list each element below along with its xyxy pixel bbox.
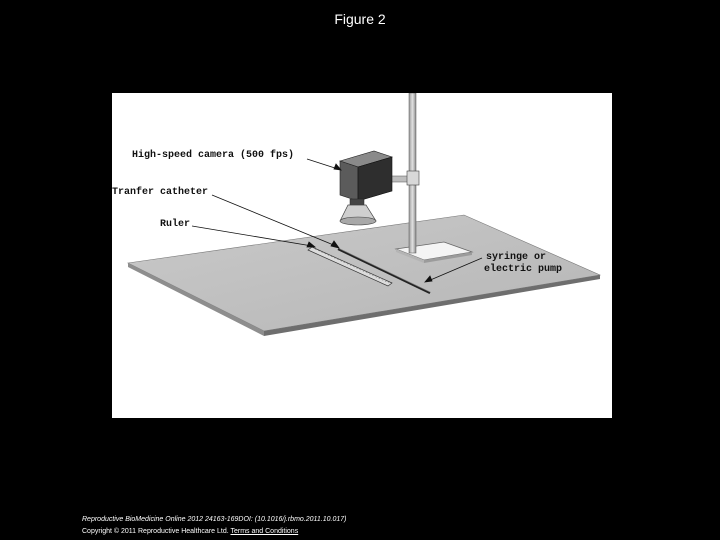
label-ruler: Ruler <box>160 218 190 230</box>
copyright-text: Copyright © 2011 Reproductive Healthcare… <box>82 528 229 535</box>
label-pump-line2: electric pump <box>484 263 562 275</box>
label-pump-line1: syringe or <box>486 251 546 263</box>
label-camera: High-speed camera (500 fps) <box>132 149 294 161</box>
figure-image: High-speed camera (500 fps) Tranfer cath… <box>112 93 612 418</box>
citation-line: Reproductive BioMedicine Online 2012 241… <box>82 516 347 523</box>
leader-lines <box>191 158 483 283</box>
ruler <box>307 246 393 287</box>
copyright-line: Copyright © 2011 Reproductive Healthcare… <box>82 526 346 538</box>
transfer-catheter <box>337 247 431 294</box>
high-speed-camera <box>338 150 394 226</box>
figure-title: Figure 2 <box>334 11 386 27</box>
figure-caption: Reproductive BioMedicine Online 2012 241… <box>82 514 346 538</box>
experimental-setup-diagram: High-speed camera (500 fps) Tranfer cath… <box>112 93 602 336</box>
label-catheter: Tranfer catheter <box>112 186 208 198</box>
terms-link[interactable]: Terms and Conditions <box>230 528 299 535</box>
